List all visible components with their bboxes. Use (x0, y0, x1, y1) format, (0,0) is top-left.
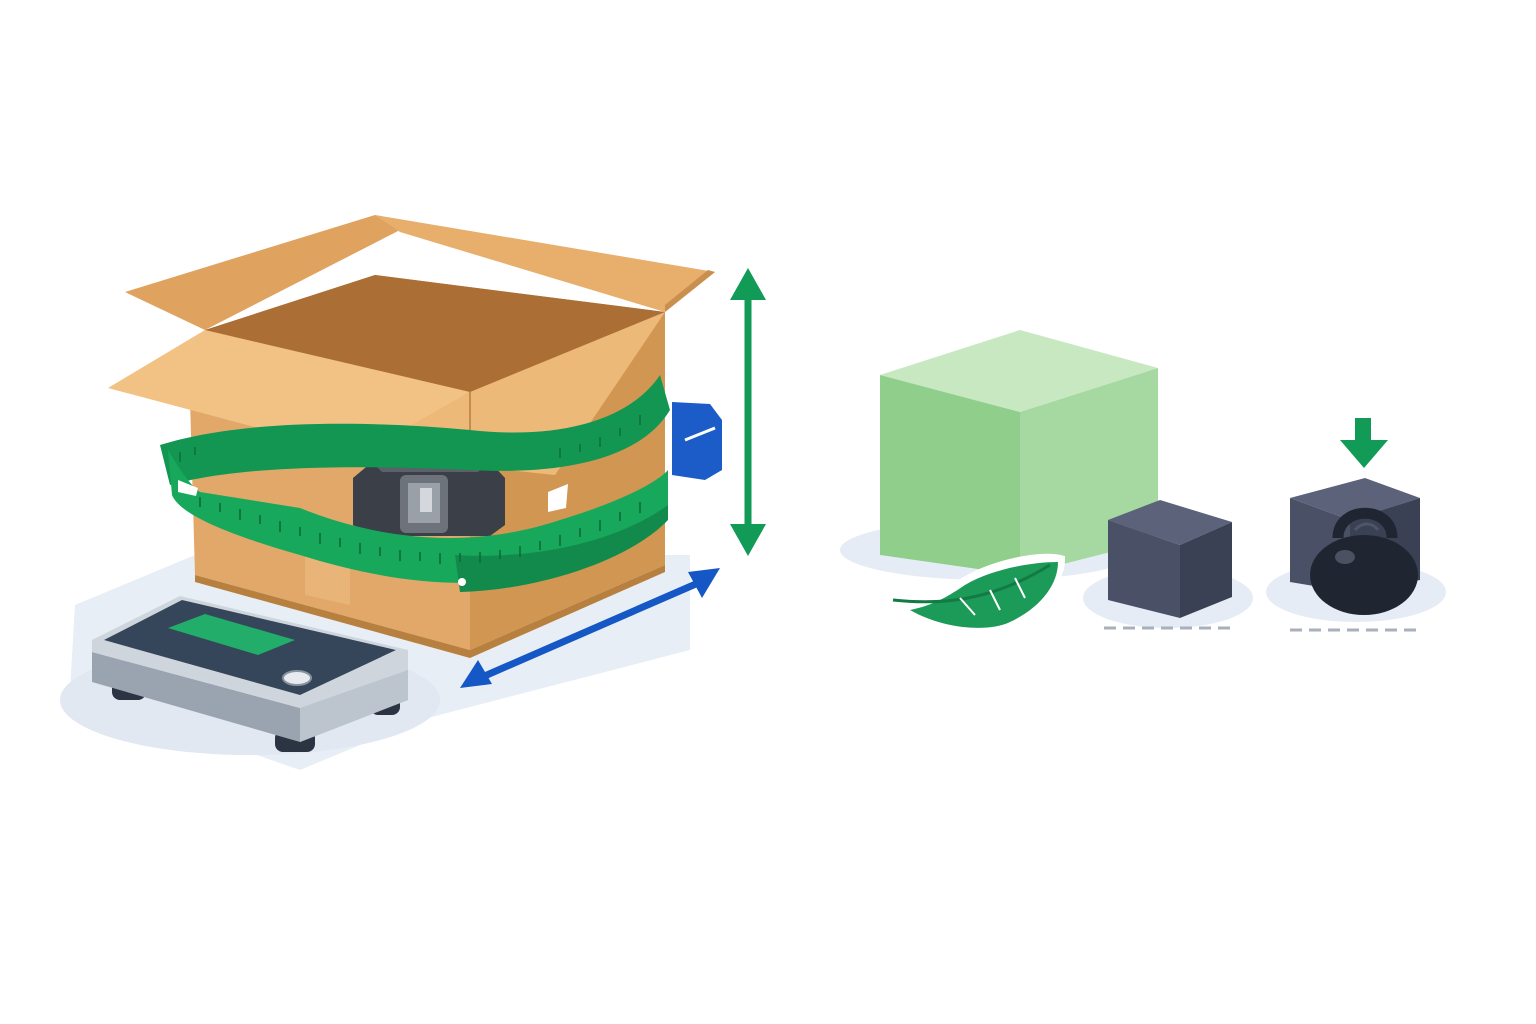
large-light-cube (880, 330, 1158, 575)
box-front-left-flap (108, 330, 470, 455)
down-arrow-icon (1340, 418, 1388, 468)
box-right-flap (375, 215, 715, 312)
tape-back-band (160, 375, 670, 485)
feather-icon (892, 553, 1066, 628)
length-arrow-head-start (460, 660, 492, 688)
scale-screen (168, 614, 295, 655)
box-right-flap-front (665, 270, 715, 312)
small-object (353, 462, 505, 536)
small-cube-top (1108, 500, 1232, 545)
small-dark-cube (1104, 500, 1236, 630)
small-cube-side (1180, 522, 1232, 618)
large-cube-front (880, 375, 1020, 575)
tape-back-tick-marks (179, 415, 641, 462)
tape-lower-loop (455, 505, 668, 592)
heavy-cube-with-kettlebell (1290, 478, 1422, 632)
length-arrow (460, 568, 720, 688)
length-arrow-head-end (688, 568, 720, 598)
kettlebell-icon (1310, 507, 1418, 615)
height-arrow-head-bottom (730, 524, 766, 556)
tape-tick-marks (199, 497, 641, 564)
heavy-cube-top (1290, 478, 1420, 520)
tape-dispenser (672, 402, 722, 480)
package-measurement-group (60, 215, 766, 770)
box-back-flap (125, 215, 400, 330)
measuring-tape (160, 375, 670, 592)
tape-end-tip (548, 484, 568, 512)
height-arrow-head-top (730, 268, 766, 300)
large-cube-top (880, 330, 1158, 412)
height-arrow (730, 268, 766, 556)
small-cube-front (1108, 520, 1180, 618)
scale-button (282, 670, 312, 686)
box-bottom-edge (195, 565, 665, 658)
tape-front-band (168, 450, 668, 583)
weight-comparison-group (840, 330, 1446, 632)
digital-scale (92, 596, 408, 752)
